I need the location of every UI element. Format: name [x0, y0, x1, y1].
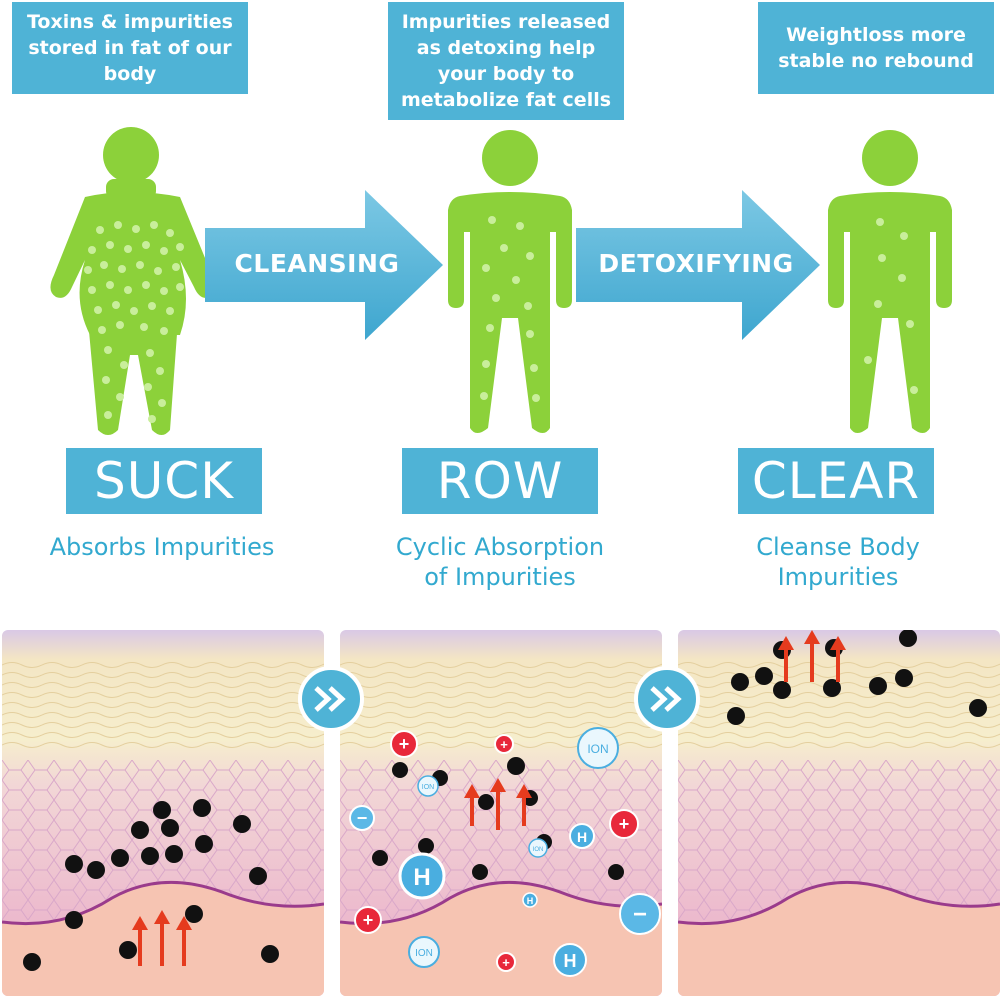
slim-body-figure: [828, 130, 952, 433]
ion-particles: + + + + + − − H H H H ION ION ION ION: [349, 727, 661, 977]
fat-body-figure: [50, 127, 216, 435]
svg-text:−: −: [633, 901, 647, 928]
slim-body-dots: [864, 218, 918, 394]
stage-suck-box: SUCK: [66, 448, 262, 514]
toxin-particles-1: [23, 799, 279, 971]
skin-panel-row: + + + + + − − H H H H ION ION ION ION: [340, 630, 662, 996]
ion-bubble-3: ION: [528, 838, 548, 858]
stage-row-box: ROW: [402, 448, 598, 514]
ion-bubble-2: ION: [417, 775, 439, 797]
plus-ion-1: +: [390, 730, 418, 758]
svg-text:ION: ION: [587, 742, 608, 756]
minus-ion-2: −: [619, 893, 661, 935]
detoxifying-arrow: [576, 190, 820, 340]
step-3-description: Weightloss more stable no rebound: [778, 24, 974, 72]
svg-text:ION: ION: [422, 784, 434, 791]
svg-text:ION: ION: [415, 948, 433, 959]
plus-ion-4: +: [354, 906, 382, 934]
svg-text:H: H: [527, 896, 534, 906]
step-3-description-box: Weightloss more stable no rebound: [758, 2, 994, 94]
step-1-description-box: Toxins & impurities stored in fat of our…: [12, 2, 248, 94]
step-1-description: Toxins & impurities stored in fat of our…: [26, 11, 233, 85]
hydrogen-ion-1: H: [398, 852, 446, 900]
medium-body-dots: [480, 216, 540, 402]
minus-ion-1: −: [349, 805, 375, 831]
ion-bubble-1: ION: [577, 727, 619, 769]
detoxifying-arrow-label: DETOXIFYING: [598, 249, 794, 278]
svg-text:H: H: [413, 864, 430, 891]
svg-text:ION: ION: [533, 847, 544, 853]
skin-panel-clear: [678, 630, 1000, 996]
svg-text:H: H: [564, 951, 577, 971]
plus-ion-2: +: [494, 734, 514, 754]
step-1-caption: Absorbs Impurities: [49, 533, 275, 561]
up-arrows-2: [464, 778, 532, 830]
stage-clear-box: CLEAR: [738, 448, 934, 514]
plus-ion-3: +: [609, 809, 639, 839]
double-chevron-right-icon: [314, 686, 346, 712]
step-2-caption: Cyclic Absorption of Impurities: [395, 533, 605, 591]
ion-bubble-4: ION: [408, 936, 440, 968]
svg-text:H: H: [577, 829, 587, 845]
svg-text:+: +: [502, 955, 510, 970]
medium-body-figure: [448, 130, 572, 433]
cleansing-arrow-label: CLEANSING: [234, 249, 400, 278]
svg-text:+: +: [399, 734, 410, 754]
step-3-caption: Cleanse Body Impurities: [756, 533, 920, 591]
next-chevron-1: [298, 666, 364, 732]
hydrogen-ion-3: H: [553, 943, 587, 977]
stage-row-label: ROW: [436, 452, 564, 510]
step-2-description: Impurities released as detoxing help you…: [400, 11, 612, 111]
stage-clear-label: CLEAR: [751, 452, 921, 510]
step-2-description-box: Impurities released as detoxing help you…: [388, 2, 624, 120]
next-chevron-2: [634, 666, 700, 732]
up-arrows-1: [132, 910, 192, 966]
up-arrows-3: [778, 630, 846, 682]
svg-text:+: +: [500, 737, 508, 752]
plus-ion-5: +: [496, 952, 516, 972]
svg-text:+: +: [619, 814, 630, 834]
hydrogen-ion-4: H: [522, 892, 538, 908]
fat-dots: [84, 221, 184, 423]
skin-panel-suck: [2, 630, 324, 996]
svg-text:−: −: [357, 808, 368, 828]
stage-suck-label: SUCK: [93, 452, 235, 510]
cleansing-arrow: [205, 190, 443, 340]
double-chevron-right-icon: [650, 686, 682, 712]
hydrogen-ion-2: H: [569, 823, 595, 849]
svg-text:+: +: [363, 910, 374, 930]
